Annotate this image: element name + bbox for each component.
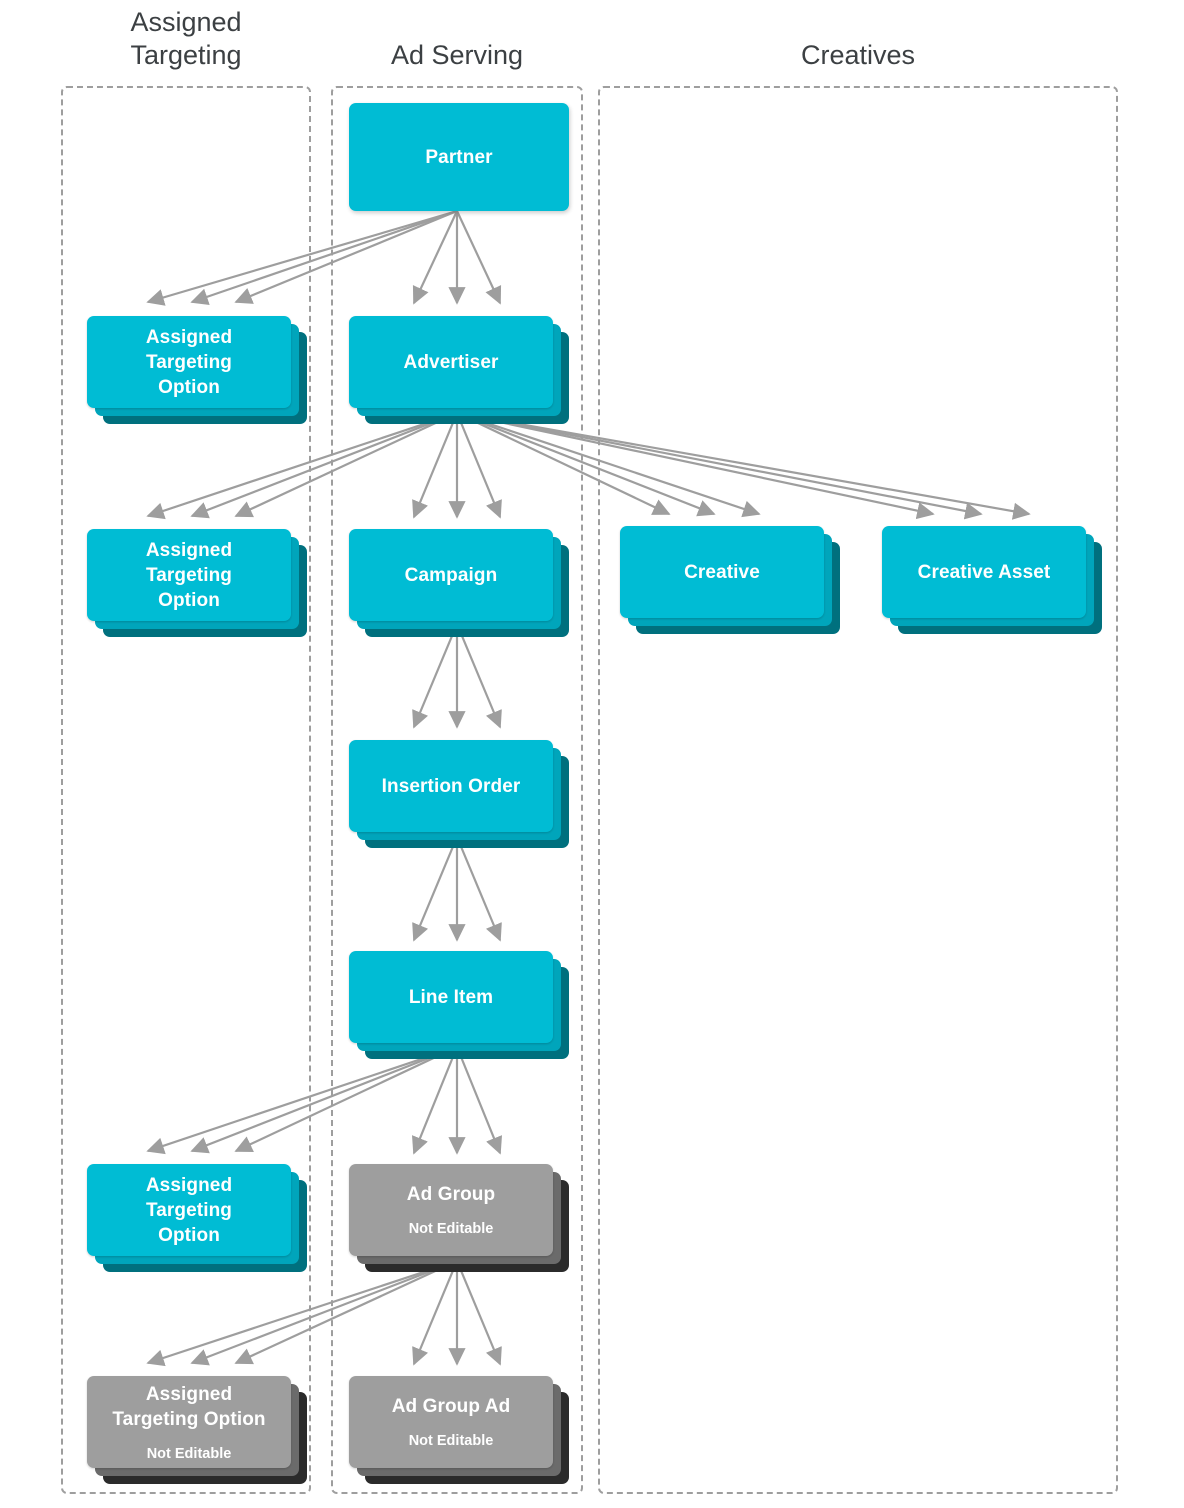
- node-ad-group-face: Ad Group Not Editable: [349, 1164, 553, 1256]
- node-creative-asset-face: Creative Asset: [882, 526, 1086, 618]
- node-ad-group-ad-title: Ad Group Ad: [391, 1396, 511, 1417]
- column-header-creatives: Creatives: [598, 39, 1118, 72]
- node-ato-advertiser-title-line-3: Option: [158, 589, 220, 611]
- node-line-item-face: Line Item: [349, 951, 553, 1043]
- node-ato-advertiser-title-line-2: Targeting: [145, 564, 233, 586]
- column-header-line-1: Assigned: [130, 7, 242, 37]
- column-header-line-1: Creatives: [800, 40, 916, 70]
- node-insertion-order-title: Insertion Order: [381, 775, 521, 797]
- node-ato-ad-group[interactable]: Assigned Targeting Option Not Editable: [87, 1376, 307, 1484]
- node-ad-group-ad-face: Ad Group Ad Not Editable: [349, 1376, 553, 1468]
- node-insertion-order-face: Insertion Order: [349, 740, 553, 832]
- node-ad-group-ad-not-editable-label: Not Editable: [408, 1433, 494, 1449]
- node-ato-advertiser-face: Assigned Targeting Option: [87, 529, 291, 621]
- node-creative[interactable]: Creative: [620, 526, 840, 634]
- node-campaign-title: Campaign: [404, 564, 498, 586]
- node-ad-group-title: Ad Group: [406, 1184, 496, 1205]
- node-advertiser-title: Advertiser: [403, 351, 499, 373]
- node-ato-ad-group-not-editable-label: Not Editable: [146, 1445, 232, 1462]
- node-ato-ad-group-face: Assigned Targeting Option Not Editable: [87, 1376, 291, 1468]
- node-line-item-title: Line Item: [408, 986, 494, 1008]
- column-header-line-2: Targeting: [130, 40, 242, 70]
- lane-creatives: [598, 86, 1118, 1494]
- lane-assigned-targeting: [61, 86, 311, 1494]
- node-ato-partner-title-line-1: Assigned: [145, 326, 233, 348]
- node-ato-line-item-title-line-3: Option: [158, 1224, 220, 1246]
- node-creative-face: Creative: [620, 526, 824, 618]
- node-creative-asset-title: Creative Asset: [917, 561, 1051, 583]
- node-ato-line-item[interactable]: Assigned Targeting Option: [87, 1164, 307, 1272]
- node-ato-line-item-title-line-1: Assigned: [145, 1174, 233, 1196]
- node-ato-partner[interactable]: Assigned Targeting Option: [87, 316, 307, 424]
- node-advertiser[interactable]: Advertiser: [349, 316, 569, 424]
- node-ato-ad-group-title-line-2: Targeting Option: [112, 1408, 266, 1430]
- column-header-line-1: Ad Serving: [390, 40, 524, 70]
- node-ad-group-not-editable-label: Not Editable: [408, 1221, 494, 1237]
- node-insertion-order[interactable]: Insertion Order: [349, 740, 569, 848]
- node-ato-partner-title-line-2: Targeting: [145, 351, 233, 373]
- node-campaign-face: Campaign: [349, 529, 553, 621]
- node-partner-face: Partner: [349, 103, 569, 211]
- lane-ad-serving: [331, 86, 583, 1494]
- node-advertiser-face: Advertiser: [349, 316, 553, 408]
- node-line-item[interactable]: Line Item: [349, 951, 569, 1059]
- node-ato-advertiser[interactable]: Assigned Targeting Option: [87, 529, 307, 637]
- node-partner-title: Partner: [425, 146, 493, 168]
- node-ad-group[interactable]: Ad Group Not Editable: [349, 1164, 569, 1272]
- node-ato-ad-group-title-line-1: Assigned: [145, 1383, 233, 1405]
- node-ato-advertiser-title-line-1: Assigned: [145, 539, 233, 561]
- node-ad-group-ad[interactable]: Ad Group Ad Not Editable: [349, 1376, 569, 1484]
- node-creative-title: Creative: [684, 561, 760, 583]
- node-creative-asset[interactable]: Creative Asset: [882, 526, 1102, 634]
- node-ato-partner-face: Assigned Targeting Option: [87, 316, 291, 408]
- node-ato-line-item-title-line-2: Targeting: [145, 1199, 233, 1221]
- node-partner[interactable]: Partner: [349, 103, 569, 211]
- node-campaign[interactable]: Campaign: [349, 529, 569, 637]
- column-header-assigned-targeting: Assigned Targeting: [61, 6, 311, 72]
- node-ato-partner-title-line-3: Option: [158, 376, 220, 398]
- node-ato-line-item-face: Assigned Targeting Option: [87, 1164, 291, 1256]
- column-header-ad-serving: Ad Serving: [331, 39, 583, 72]
